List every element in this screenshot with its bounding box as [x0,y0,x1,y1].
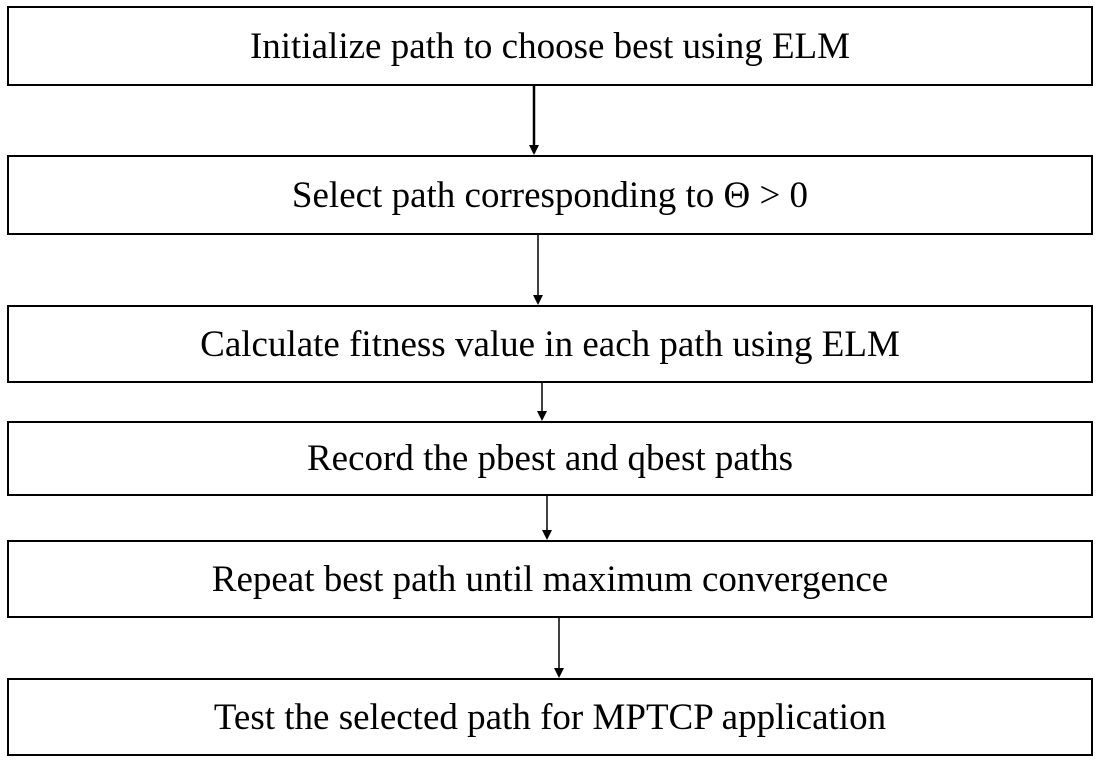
step-label-initialize-path: Initialize path to choose best using ELM [249,25,851,67]
step-box-record-paths: Record the pbest and qbest paths [7,421,1093,496]
step-label-test-selected-path: Test the selected path for MPTCP applica… [213,696,887,738]
step-label-repeat-best-path: Repeat best path until maximum convergen… [211,558,889,600]
step-box-test-selected-path: Test the selected path for MPTCP applica… [7,678,1093,756]
step-label-select-path: Select path corresponding to Θ > 0 [291,174,809,216]
step-box-initialize-path: Initialize path to choose best using ELM [7,6,1093,86]
step-box-repeat-best-path: Repeat best path until maximum convergen… [7,540,1093,618]
step-label-calculate-fitness: Calculate fitness value in each path usi… [200,323,900,365]
step-box-calculate-fitness: Calculate fitness value in each path usi… [7,305,1093,383]
step-label-record-paths: Record the pbest and qbest paths [306,438,794,479]
step-box-select-path: Select path corresponding to Θ > 0 [7,155,1093,235]
